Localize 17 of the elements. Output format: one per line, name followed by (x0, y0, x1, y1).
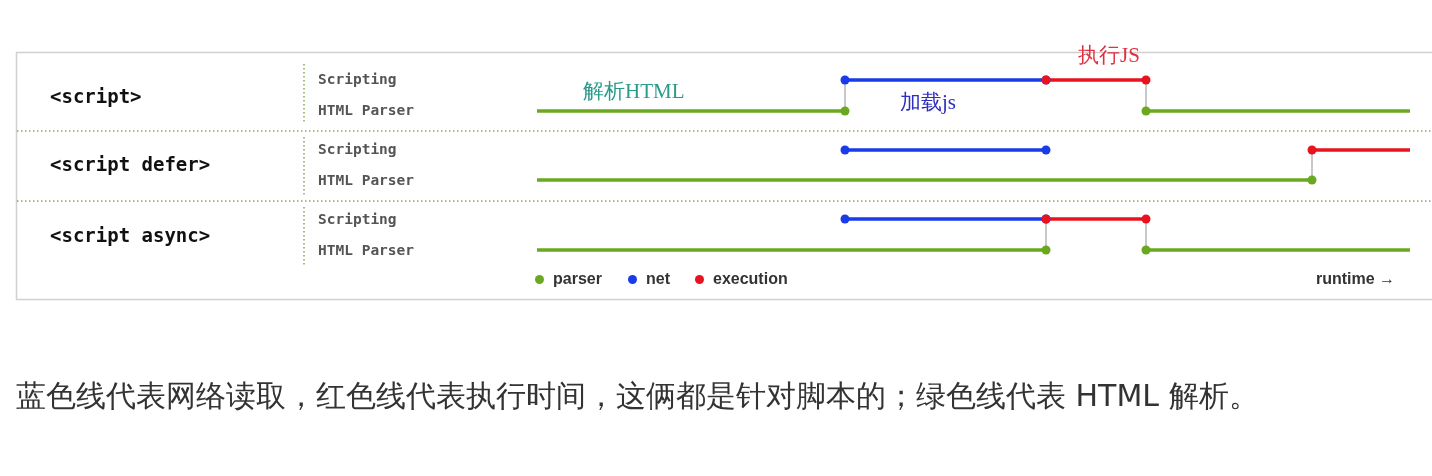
annotation-text: 解析HTML (583, 81, 685, 102)
legend-label: execution (713, 271, 788, 287)
lane-label: Scripting (318, 72, 397, 87)
annotation-text: 加载js (900, 92, 956, 113)
lane-label: HTML Parser (318, 173, 415, 188)
legend-label: parser (553, 271, 602, 287)
legend-label: net (646, 271, 670, 287)
lane-label: Scripting (318, 212, 397, 227)
annotation-text: 执行JS (1078, 45, 1140, 66)
row-label: <script> (50, 87, 142, 106)
lane-label: HTML Parser (318, 103, 415, 118)
row-label: <script async> (50, 226, 211, 245)
row-label: <script defer> (50, 155, 211, 174)
caption: 蓝色线代表网络读取，红色线代表执行时间，这俩都是针对脚本的；绿色线代表 HTML 解析。 (16, 377, 1260, 415)
lane-label: Scripting (318, 142, 397, 157)
axis-label: runtime → (1316, 271, 1396, 287)
lane-label: HTML Parser (318, 243, 415, 258)
